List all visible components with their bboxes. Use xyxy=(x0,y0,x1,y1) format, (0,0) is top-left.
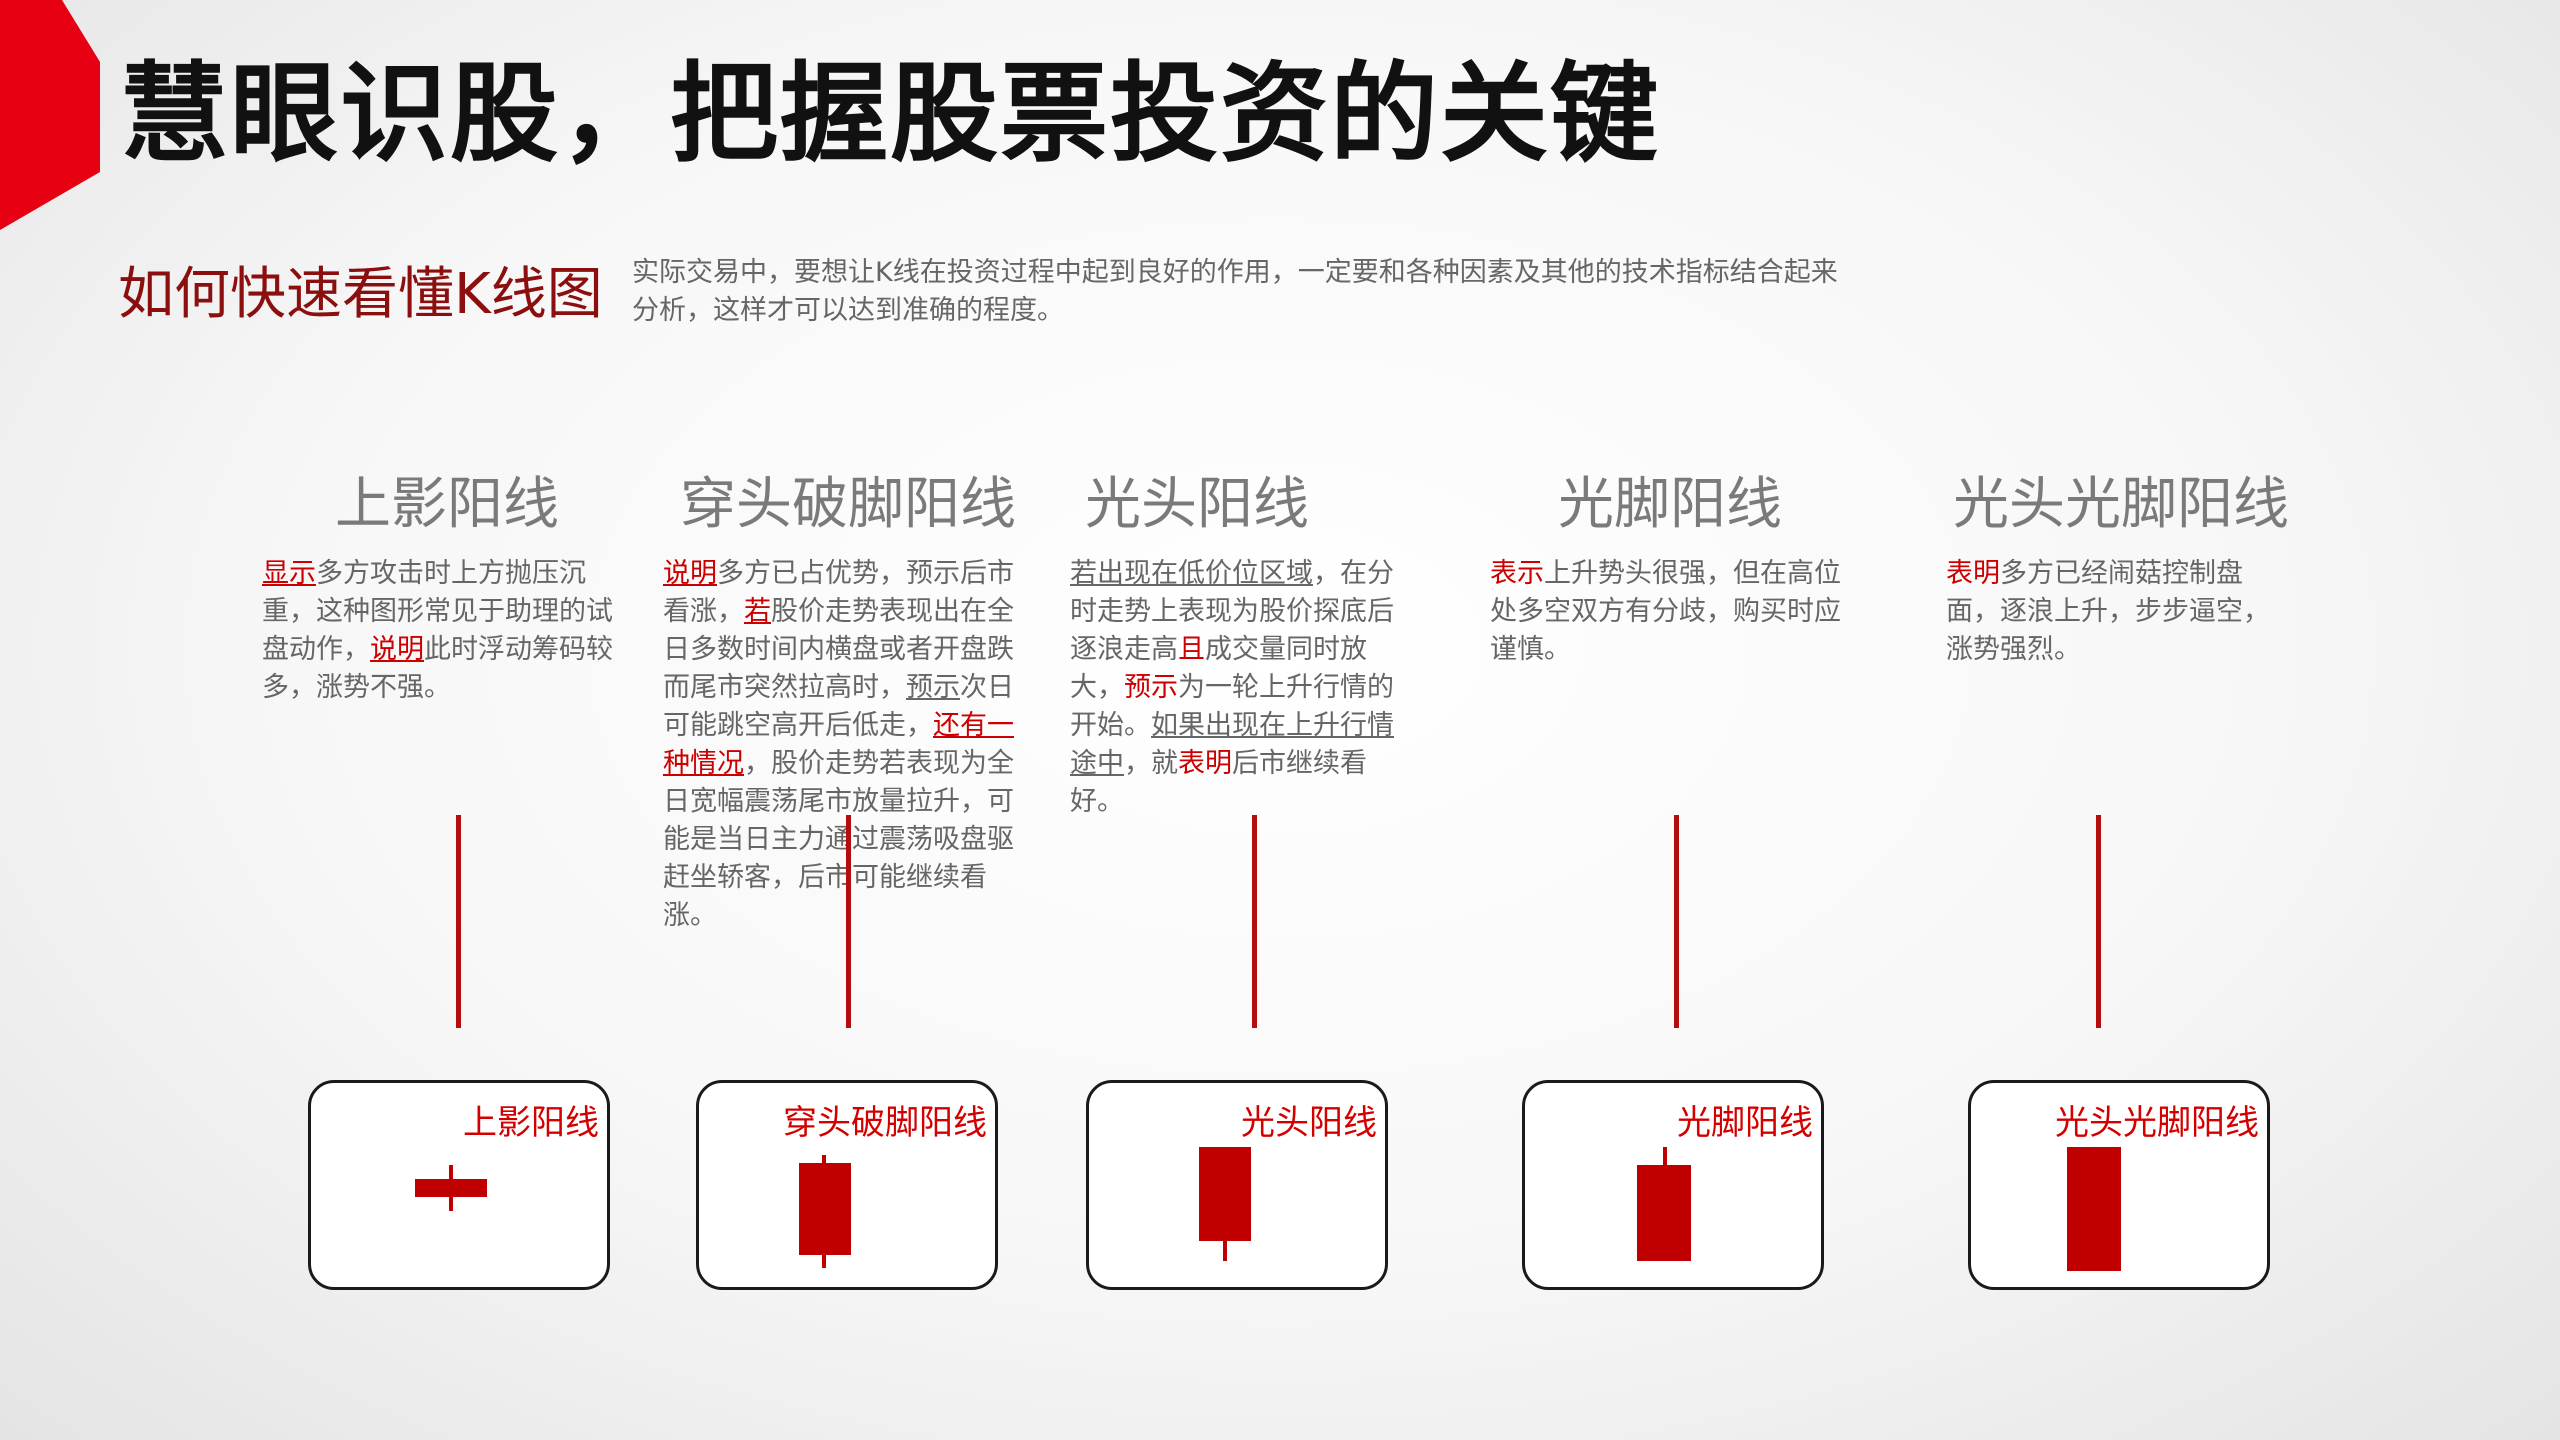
candle-card-chuantoupojiao: 穿头破脚阳线 xyxy=(696,1080,998,1290)
candlestick-icon xyxy=(2067,1147,2121,1271)
description-text: 后市继续看好。 xyxy=(1070,748,1367,817)
description-text: ，就 xyxy=(1124,748,1178,779)
highlight-text: 表明 xyxy=(1178,748,1232,779)
candle-card-shangying: 上影阳线 xyxy=(308,1080,610,1290)
card-label: 光头阳线 xyxy=(1241,1103,1377,1143)
connector-line xyxy=(456,815,461,1028)
description-text: ，在分时走势上表现为股价探底后逐浪走高 xyxy=(1070,558,1394,665)
highlight-text: 预示 xyxy=(1124,672,1178,703)
description-text: 为一轮上升行情的开始。 xyxy=(1070,672,1394,741)
highlight-text: 说明 xyxy=(663,558,717,589)
intro-text: 实际交易中，要想让K线在投资过程中起到良好的作用，一定要和各种因素及其他的技术指… xyxy=(632,257,1838,326)
description-text: 多方已经闹菇控制盘面，逐浪上升，步步逼空，涨势强烈。 xyxy=(1946,558,2270,665)
highlight-text: 表示 xyxy=(1490,558,1544,589)
page-title: 慧眼识股，把握股票投资的关键 xyxy=(120,52,1661,177)
column-guangtouguangjiao: 光头光脚阳线 表明多方已经闹菇控制盘面，逐浪上升，步步逼空，涨势强烈。 xyxy=(1946,465,2296,669)
card-label: 上影阳线 xyxy=(463,1103,599,1143)
column-chuantoupojiao: 穿头破脚阳线 说明多方已占优势，预示后市看涨，若股价走势表现出在全日多数时间内横… xyxy=(663,465,1033,935)
column-description: 说明多方已占优势，预示后市看涨，若股价走势表现出在全日多数时间内横盘或者开盘跌而… xyxy=(663,555,1033,935)
highlight-text: 说明 xyxy=(370,634,424,665)
description-text: 若出现在低价位区域 xyxy=(1070,558,1313,589)
column-description: 显示多方攻击时上方抛压沉重，这种图形常见于助理的试盘动作，说明此时浮动筹码较多，… xyxy=(262,555,632,707)
highlight-text: 还有一种情况 xyxy=(663,710,1014,779)
column-title: 穿头破脚阳线 xyxy=(680,472,1016,537)
column-shangying: 上影阳线 显示多方攻击时上方抛压沉重，这种图形常见于助理的试盘动作，说明此时浮动… xyxy=(262,465,632,707)
highlight-text: 且 xyxy=(1178,634,1205,665)
column-description: 表明多方已经闹菇控制盘面，逐浪上升，步步逼空，涨势强烈。 xyxy=(1946,555,2296,669)
column-title: 光头阳线 xyxy=(1085,472,1309,537)
candlestick-icon xyxy=(1199,1147,1251,1261)
description-text: 此时浮动筹码较多，涨势不强。 xyxy=(262,634,613,703)
highlight-text: 显示 xyxy=(262,558,316,589)
connector-line xyxy=(1674,815,1679,1028)
corner-accent xyxy=(0,0,100,230)
description-text: 预示 xyxy=(906,672,960,703)
connector-line xyxy=(1252,815,1257,1028)
connector-line xyxy=(846,815,851,1028)
column-description: 若出现在低价位区域，在分时走势上表现为股价探底后逐浪走高且成交量同时放大，预示为… xyxy=(1070,555,1420,821)
description-text: 股价走势表现出在全日多数时间内横盘或者开盘跌而尾市突然拉高时， xyxy=(663,596,1014,703)
section-subtitle: 如何快速看懂K线图 xyxy=(118,262,603,327)
description-text: 上升势头很强，但在高位处多空双方有分歧，购买时应谨慎。 xyxy=(1490,558,1841,665)
description-text: 次日可能跳空高开后低走， xyxy=(663,672,1014,741)
column-title: 光脚阳线 xyxy=(1558,472,1782,537)
column-title: 光头光脚阳线 xyxy=(1953,472,2289,537)
column-guangtou: 光头阳线 若出现在低价位区域，在分时走势上表现为股价探底后逐浪走高且成交量同时放… xyxy=(1070,465,1420,821)
candle-card-guangtou: 光头阳线 xyxy=(1086,1080,1388,1290)
column-description: 表示上升势头很强，但在高位处多空双方有分歧，购买时应谨慎。 xyxy=(1490,555,1850,669)
description-text: 多方攻击时上方抛压沉重，这种图形常见于助理的试盘动作， xyxy=(262,558,613,665)
candlestick-icon xyxy=(415,1165,487,1211)
description-text: 如果出现在上升行情途中 xyxy=(1070,710,1394,779)
highlight-text: 若 xyxy=(744,596,771,627)
description-text: ，股价走势若表现为全日宽幅震荡尾市放量拉升，可能是当日主力通过震荡吸盘驱赶坐轿客… xyxy=(663,748,1014,931)
description-text: 成交量同时放大， xyxy=(1070,634,1367,703)
column-guangjiao: 光脚阳线 表示上升势头很强，但在高位处多空双方有分歧，购买时应谨慎。 xyxy=(1490,465,1850,669)
card-label: 穿头破脚阳线 xyxy=(783,1103,987,1143)
highlight-text: 表明 xyxy=(1946,558,2000,589)
candle-card-guangtouguangjiao: 光头光脚阳线 xyxy=(1968,1080,2270,1290)
candlestick-icon xyxy=(799,1155,851,1268)
column-title: 上影阳线 xyxy=(335,472,559,537)
card-label: 光头光脚阳线 xyxy=(2055,1103,2259,1143)
connector-line xyxy=(2096,815,2101,1028)
candlestick-icon xyxy=(1637,1147,1691,1261)
description-text: 多方已占优势，预示后市看涨， xyxy=(663,558,1014,627)
candle-card-guangjiao: 光脚阳线 xyxy=(1522,1080,1824,1290)
card-label: 光脚阳线 xyxy=(1677,1103,1813,1143)
